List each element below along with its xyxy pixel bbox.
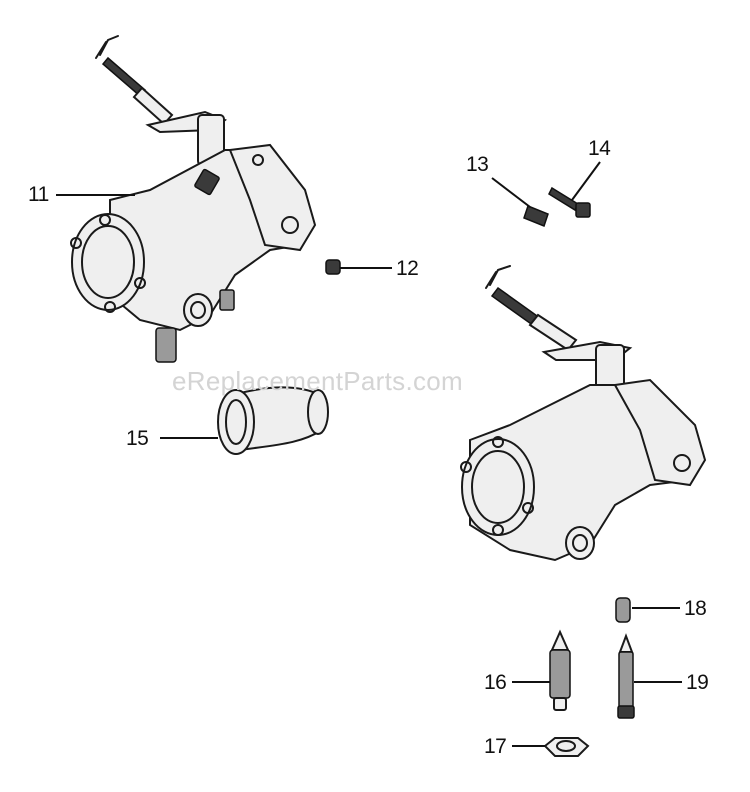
callout-12: 12 bbox=[396, 257, 419, 280]
callout-17: 17 bbox=[484, 735, 507, 758]
part-19-needle[interactable] bbox=[617, 633, 635, 719]
callout-15: 15 bbox=[126, 427, 149, 450]
part-13-spring[interactable] bbox=[523, 205, 549, 227]
callout-14: 14 bbox=[588, 137, 611, 160]
callout-16: 16 bbox=[484, 671, 507, 694]
carburetor-body-left[interactable] bbox=[70, 35, 317, 363]
leader-lines bbox=[56, 161, 682, 747]
callout-11: 11 bbox=[28, 183, 49, 206]
part-16-needle[interactable] bbox=[549, 629, 571, 711]
carburetor-body-right[interactable] bbox=[460, 265, 707, 562]
callout-19: 19 bbox=[686, 671, 709, 694]
callout-18: 18 bbox=[684, 597, 707, 620]
part-17-nut[interactable] bbox=[543, 737, 590, 757]
callout-13: 13 bbox=[466, 153, 489, 176]
part-14-screw[interactable] bbox=[548, 186, 591, 218]
part-18-spring[interactable] bbox=[615, 597, 631, 623]
part-15-venturi[interactable] bbox=[217, 386, 329, 455]
watermark-text: eReplacementParts.com bbox=[172, 366, 463, 396]
part-12-plug[interactable] bbox=[325, 259, 341, 275]
